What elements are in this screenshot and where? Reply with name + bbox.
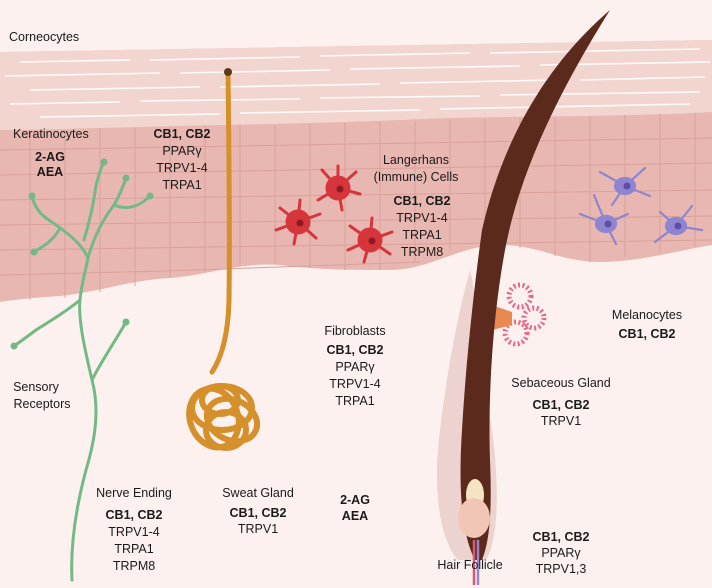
langerhans-receptor: TRPV1-4: [396, 211, 448, 225]
keratinocyte-cells: [0, 113, 712, 300]
sebaceous-receptor: TRPV1: [540, 414, 582, 428]
keratinocytes-receptors-bold: CB1, CB2: [153, 127, 211, 141]
melanocytes-receptors-bold: CB1, CB2: [618, 327, 676, 341]
keratinocytes-receptor: TRPA1: [162, 178, 202, 192]
melanocytes-title: Melanocytes: [611, 308, 683, 322]
nerve-ending-receptor: TRPV1-4: [108, 525, 160, 539]
sensory-receptors-label: Receptors: [13, 397, 71, 411]
melanocyte-cell: [653, 204, 704, 244]
sweat-gland-title: Sweat Gland: [222, 486, 294, 500]
fibroblasts-receptor: TRPA1: [335, 394, 375, 408]
keratinocytes-title: Keratinocytes: [13, 127, 89, 141]
fibroblasts-receptor: TRPV1-4: [329, 377, 381, 391]
langerhans-cells: [274, 164, 394, 264]
langerhans-title: (Immune) Cells: [373, 170, 459, 184]
langerhans-cell: [274, 198, 322, 246]
keratinocytes-receptor: PPARγ: [162, 144, 202, 158]
nerve-ending-receptor: TRPM8: [112, 559, 156, 573]
langerhans-receptor: TRPM8: [400, 245, 444, 259]
sensory-receptors-label: Sensory: [13, 380, 59, 394]
keratinocytes-receptor: TRPV1-4: [156, 161, 208, 175]
nerve-ending-title: Nerve Ending: [96, 486, 172, 500]
sweat-gland: [186, 68, 261, 451]
corneocytes-label: Corneocytes: [9, 30, 80, 44]
sebaceous-receptors-bold: CB1, CB2: [532, 398, 590, 412]
nerve-ending-receptors-bold: CB1, CB2: [105, 508, 163, 522]
fibroblasts-receptor: PPARγ: [335, 360, 375, 374]
langerhans-title: Langerhans: [382, 153, 450, 167]
langerhans-receptors-bold: CB1, CB2: [393, 194, 451, 208]
hair-follicle-receptor: PPARγ: [541, 546, 581, 560]
fibroblasts-title: Fibroblasts: [324, 324, 386, 338]
nerve-ending-receptor: TRPA1: [114, 542, 154, 556]
nerve-receptor-endings: [10, 158, 154, 350]
hair-follicle: [436, 10, 610, 585]
dermis-ligand: 2-AG: [340, 493, 370, 507]
sebaceous-gland: [492, 282, 547, 347]
keratinocytes-ligand: 2-AG: [35, 150, 65, 164]
hair-follicle-receptors-bold: CB1, CB2: [532, 530, 590, 544]
fibroblasts-receptors-bold: CB1, CB2: [326, 343, 384, 357]
melanocyte-cell: [578, 193, 630, 246]
hair-follicle-title: Hair Follicle: [437, 558, 503, 572]
sweat-gland-receptors-bold: CB1, CB2: [229, 506, 287, 520]
langerhans-cell: [346, 216, 394, 264]
langerhans-receptor: TRPA1: [402, 228, 442, 242]
sweat-gland-receptor: TRPV1: [237, 522, 279, 536]
hair-follicle-receptor: TRPV1,3: [535, 562, 587, 576]
melanocyte-cells: [578, 166, 704, 246]
sebaceous-gland-title: Sebaceous Gland: [511, 376, 611, 390]
dermis-ligand: AEA: [341, 509, 369, 523]
melanocyte-cell: [598, 166, 652, 207]
langerhans-cell: [316, 164, 362, 212]
sensory-nerve: [12, 160, 152, 582]
keratinocytes-ligand: AEA: [36, 165, 64, 179]
